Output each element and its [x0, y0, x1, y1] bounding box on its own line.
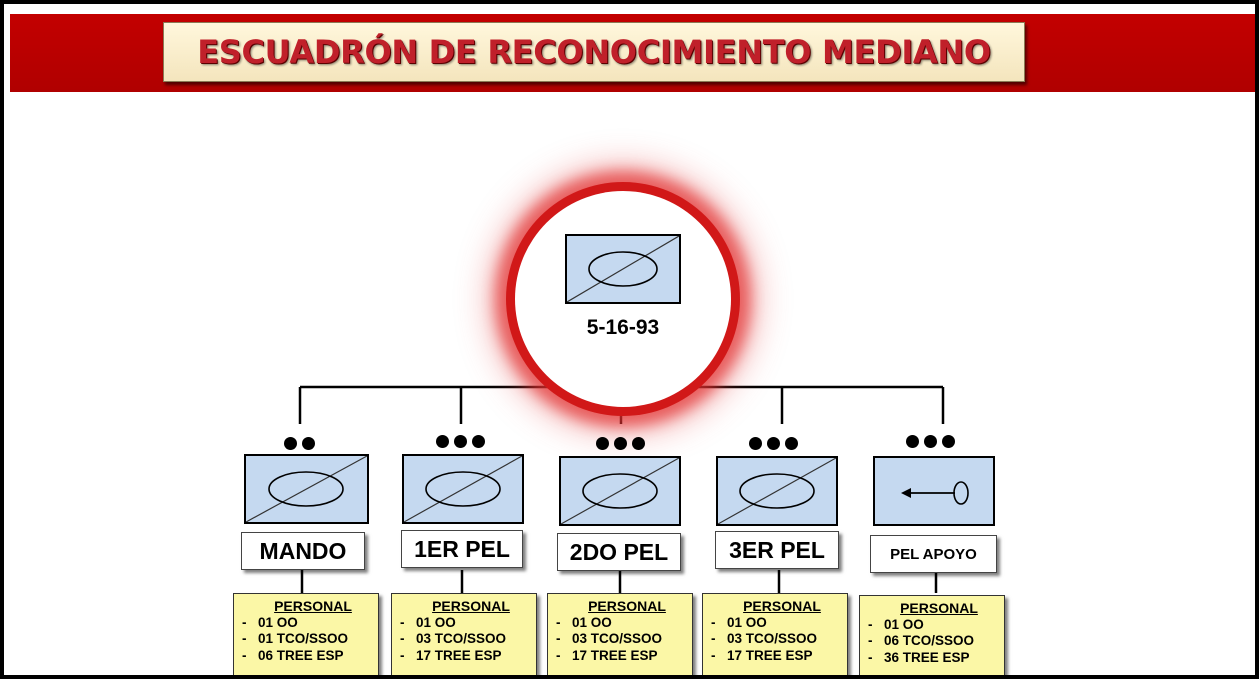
size-indicator-dots [284, 437, 315, 453]
personal-line: -17 TREE ESP [400, 647, 502, 663]
size-dot [436, 435, 449, 448]
personal-box-mando: PERSONAL -01 OO -01 TCO/SSOO -06 TREE ES… [233, 593, 379, 675]
personal-line: -03 TCO/SSOO [400, 631, 507, 646]
unit-label-mando: MANDO [241, 532, 365, 570]
personal-box-1er-pel: PERSONAL -01 OO -03 TCO/SSOO -17 TREE ES… [391, 593, 537, 675]
size-dot [767, 437, 780, 450]
size-indicator-dots [436, 435, 485, 451]
size-indicator-dots [596, 437, 645, 453]
size-dot [785, 437, 798, 450]
personal-line: -01 TCO/SSOO [242, 631, 349, 646]
hq-unit-symbol [565, 234, 681, 304]
personal-line: -17 TREE ESP [556, 647, 658, 663]
size-dot [632, 437, 645, 450]
size-dot [942, 435, 955, 448]
personal-line: -01 OO [868, 616, 924, 632]
personal-line: -01 OO [556, 614, 612, 630]
personal-line: -01 OO [711, 614, 767, 630]
size-dot [454, 435, 467, 448]
personal-header: PERSONAL [432, 598, 510, 614]
size-dot [472, 435, 485, 448]
personal-line: -17 TREE ESP [711, 647, 813, 663]
size-dot [596, 437, 609, 450]
size-indicator-dots [749, 437, 798, 453]
unit-symbol-3er-pel [716, 456, 838, 526]
personal-line: -36 TREE ESP [868, 649, 970, 665]
size-dot [614, 437, 627, 450]
personal-line: -01 OO [242, 614, 298, 630]
personal-line: -03 TCO/SSOO [711, 631, 818, 646]
size-dot [302, 437, 315, 450]
chart-title: ESCUADRÓN DE RECONOCIMIENTO MEDIANO [197, 33, 991, 71]
unit-label-pel-apoyo: PEL APOYO [870, 535, 997, 573]
personal-header: PERSONAL [588, 598, 666, 614]
size-dot [284, 437, 297, 450]
personal-box-3er-pel: PERSONAL -01 OO -03 TCO/SSOO -17 TREE ES… [702, 593, 848, 675]
personal-box-2do-pel: PERSONAL -01 OO -03 TCO/SSOO -17 TREE ES… [547, 593, 693, 675]
unit-label-1er-pel: 1ER PEL [401, 530, 523, 568]
size-dot [749, 437, 762, 450]
personal-header: PERSONAL [274, 598, 352, 614]
unit-label-2do-pel: 2DO PEL [557, 533, 681, 571]
size-dot [924, 435, 937, 448]
unit-symbol-1er-pel [402, 454, 524, 524]
size-dot [906, 435, 919, 448]
personal-header: PERSONAL [900, 600, 978, 616]
hq-unit-code: 5-16-93 [586, 316, 660, 339]
unit-symbol-mando [244, 454, 369, 524]
personal-line: -03 TCO/SSOO [556, 631, 663, 646]
personal-line: -06 TCO/SSOO [868, 633, 975, 648]
personal-box-pel-apoyo: PERSONAL -01 OO -06 TCO/SSOO -36 TREE ES… [859, 595, 1005, 675]
unit-symbol-pel-apoyo [873, 456, 995, 526]
unit-symbol-2do-pel [559, 456, 681, 526]
personal-header: PERSONAL [743, 598, 821, 614]
personal-line: -01 OO [400, 614, 456, 630]
size-indicator-dots [906, 435, 955, 451]
title-box: ESCUADRÓN DE RECONOCIMIENTO MEDIANO [163, 22, 1025, 82]
unit-label-3er-pel: 3ER PEL [715, 531, 839, 569]
personal-line: -06 TREE ESP [242, 647, 344, 663]
